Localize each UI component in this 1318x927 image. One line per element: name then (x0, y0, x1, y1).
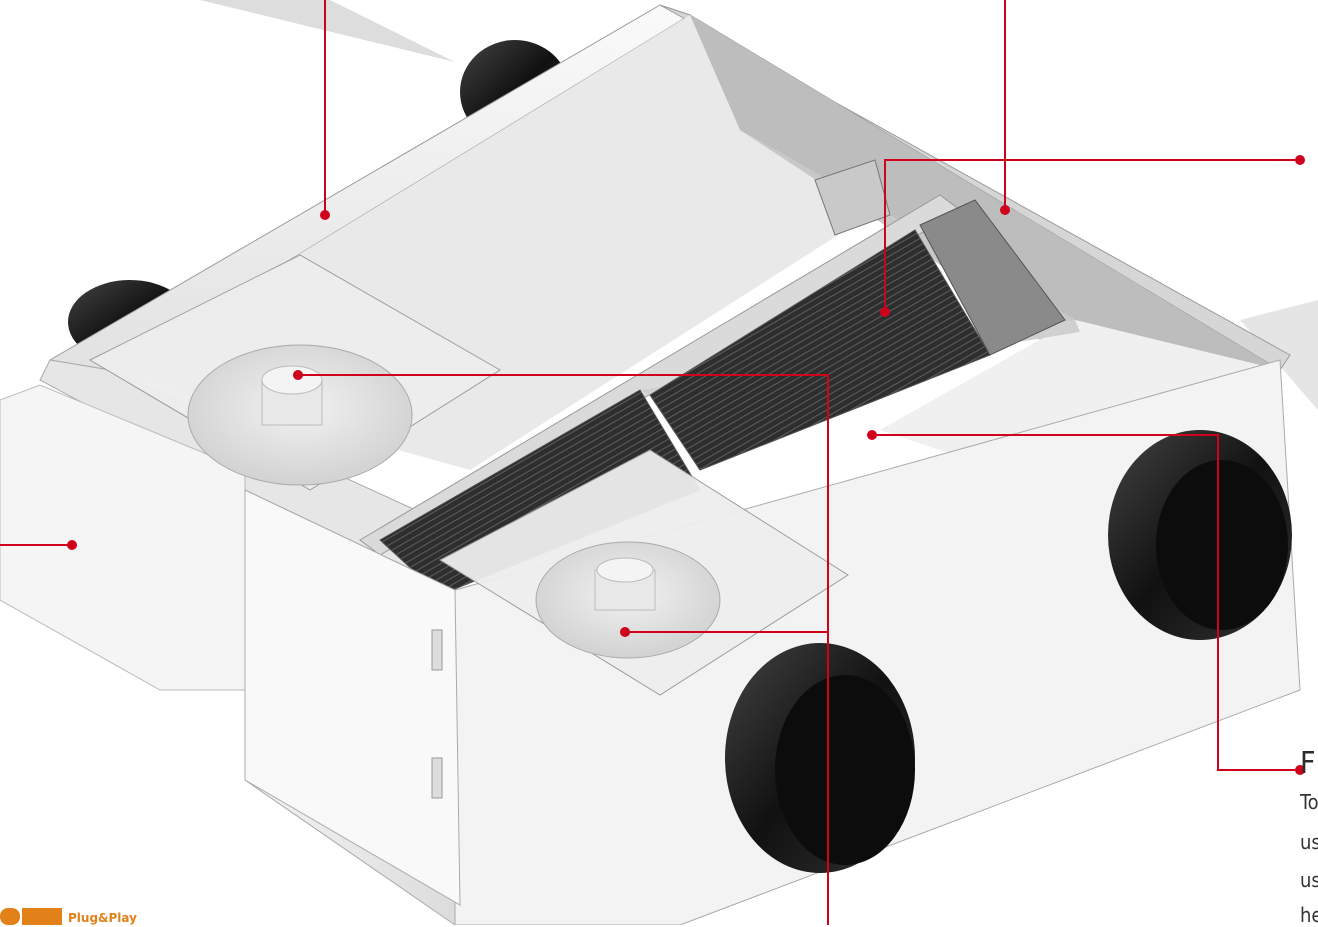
callout-line-3: us (1300, 868, 1318, 892)
callout-title: F (1300, 746, 1316, 781)
callout-line-2: us (1300, 830, 1318, 854)
latch (431, 629, 443, 671)
callout-dots (67, 155, 1305, 775)
front-duct-right (1108, 430, 1292, 640)
fan-lower (438, 449, 849, 696)
callout-line-1: To (1300, 790, 1318, 814)
plug-and-play-logo (0, 908, 62, 925)
heat-exchanger (379, 199, 1066, 596)
callout-line-4: he (1300, 903, 1318, 927)
front-duct-left (725, 643, 915, 873)
filter-box (0, 384, 461, 906)
control-box (814, 159, 891, 236)
latch (431, 757, 443, 799)
logo-text: Plug&Play (68, 911, 137, 925)
